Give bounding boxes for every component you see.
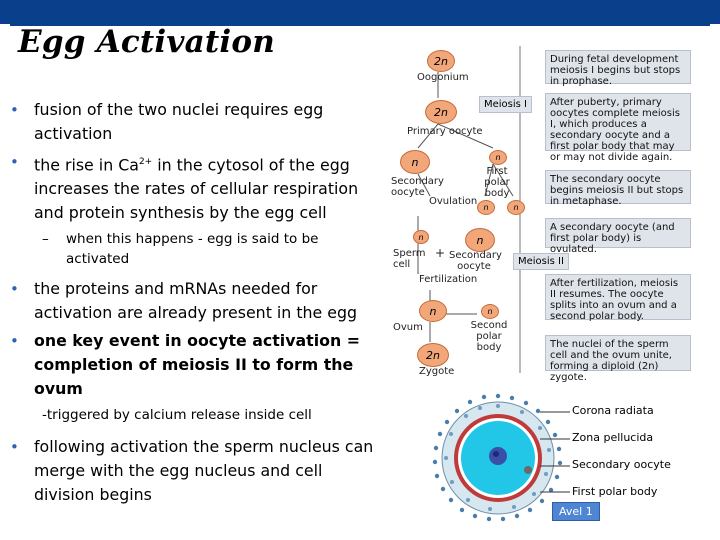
- sperm-cell: n: [413, 230, 429, 244]
- first-polar-body-cell: n: [489, 150, 507, 165]
- bullet-dot-icon: •: [10, 101, 19, 119]
- secondary-oocyte-label: Secondary oocyte: [391, 176, 444, 198]
- sub-bullet-1: – when this happens - egg is said to be …: [42, 231, 319, 268]
- oogenesis-diagram: 2n Oogonium 2n Primary oocyte n Secondar…: [385, 38, 697, 383]
- secondary-oocyte-cell: n: [400, 150, 430, 174]
- bullet-list: • fusion of the two nuclei requires egg …: [8, 98, 380, 511]
- ovum-cell: n: [419, 300, 447, 322]
- calcium-note: -triggered by calcium release inside cel…: [42, 407, 312, 424]
- zygote-cell: 2n: [417, 343, 449, 367]
- corona-radiata-label: Corona radiata: [572, 404, 654, 417]
- secondary-oocyte-fig-label: Secondary oocyte: [572, 458, 671, 471]
- info-box-6: The nuclei of the sperm cell and the ovu…: [545, 335, 691, 383]
- info-box-3: The secondary oocyte begins meiosis II b…: [545, 170, 691, 207]
- bullet-dot-icon: •: [10, 332, 19, 351]
- oocyte-leader-lines: [540, 411, 570, 493]
- meiosis-2-tag: Meiosis II: [513, 253, 569, 270]
- secondary-oocyte-2-label: Secondary oocyte: [449, 250, 502, 272]
- info-box-1: During fetal development meiosis I begin…: [545, 50, 691, 87]
- meiosis-1-tag: Meiosis I: [479, 96, 533, 113]
- oogonium-cell: 2n: [427, 50, 455, 72]
- first-polar-body-label: First polar body: [484, 166, 510, 199]
- polar-body-a-cell: n: [477, 200, 495, 215]
- bullet-dot-icon: •: [10, 153, 19, 171]
- second-polar-body-cell: n: [481, 304, 499, 319]
- polar-body-b-cell: n: [507, 200, 525, 215]
- bullet-5: • following activation the sperm nucleus…: [10, 437, 374, 505]
- primary-oocyte-label: Primary oocyte: [407, 126, 483, 137]
- ovulation-label: Ovulation: [429, 196, 478, 207]
- figure-reference-button[interactable]: Avel 1: [552, 502, 600, 521]
- diagram-arrows: [417, 46, 521, 373]
- info-box-4: A secondary oocyte (and first polar body…: [545, 218, 691, 255]
- secondary-oocyte-2-cell: n: [465, 228, 495, 252]
- oogonium-label: Oogonium: [417, 72, 469, 83]
- title-underline: [10, 24, 710, 26]
- oocyte-drawing: [432, 393, 563, 522]
- bullet-dot-icon: •: [10, 438, 19, 457]
- primary-oocyte-cell: 2n: [425, 100, 457, 124]
- zygote-label: Zygote: [419, 366, 455, 377]
- bullet-dot-icon: •: [10, 280, 19, 299]
- second-polar-body-label: Second polar body: [470, 320, 508, 353]
- title-bar: [0, 0, 720, 24]
- bullet-2: • the rise in Ca2+ in the cytosol of the…: [8, 150, 380, 225]
- slide-title: Egg Activation: [18, 24, 276, 60]
- dash-icon: –: [42, 231, 49, 248]
- bullet-1-emphasis: egg activation: [34, 100, 324, 143]
- fertilization-label: Fertilization: [419, 274, 478, 285]
- sperm-cell-label: Sperm cell: [393, 248, 426, 270]
- bullet-3: • the proteins and mRNAs needed for acti…: [10, 279, 358, 323]
- info-box-5: After fertilization, meiosis II resumes.…: [545, 274, 691, 322]
- first-polar-body-fig-label: First polar body: [572, 485, 658, 498]
- plus-sign: +: [435, 246, 446, 260]
- zona-pellucida-label: Zona pellucida: [572, 431, 654, 444]
- ovum-label: Ovum: [393, 322, 423, 333]
- bullet-4: • one key event in oocyte activation = c…: [10, 331, 360, 399]
- bullet-1: • fusion of the two nuclei requires egg …: [10, 100, 324, 143]
- info-box-2: After puberty, primary oocytes complete …: [545, 93, 691, 163]
- oocyte-illustration: [432, 392, 564, 524]
